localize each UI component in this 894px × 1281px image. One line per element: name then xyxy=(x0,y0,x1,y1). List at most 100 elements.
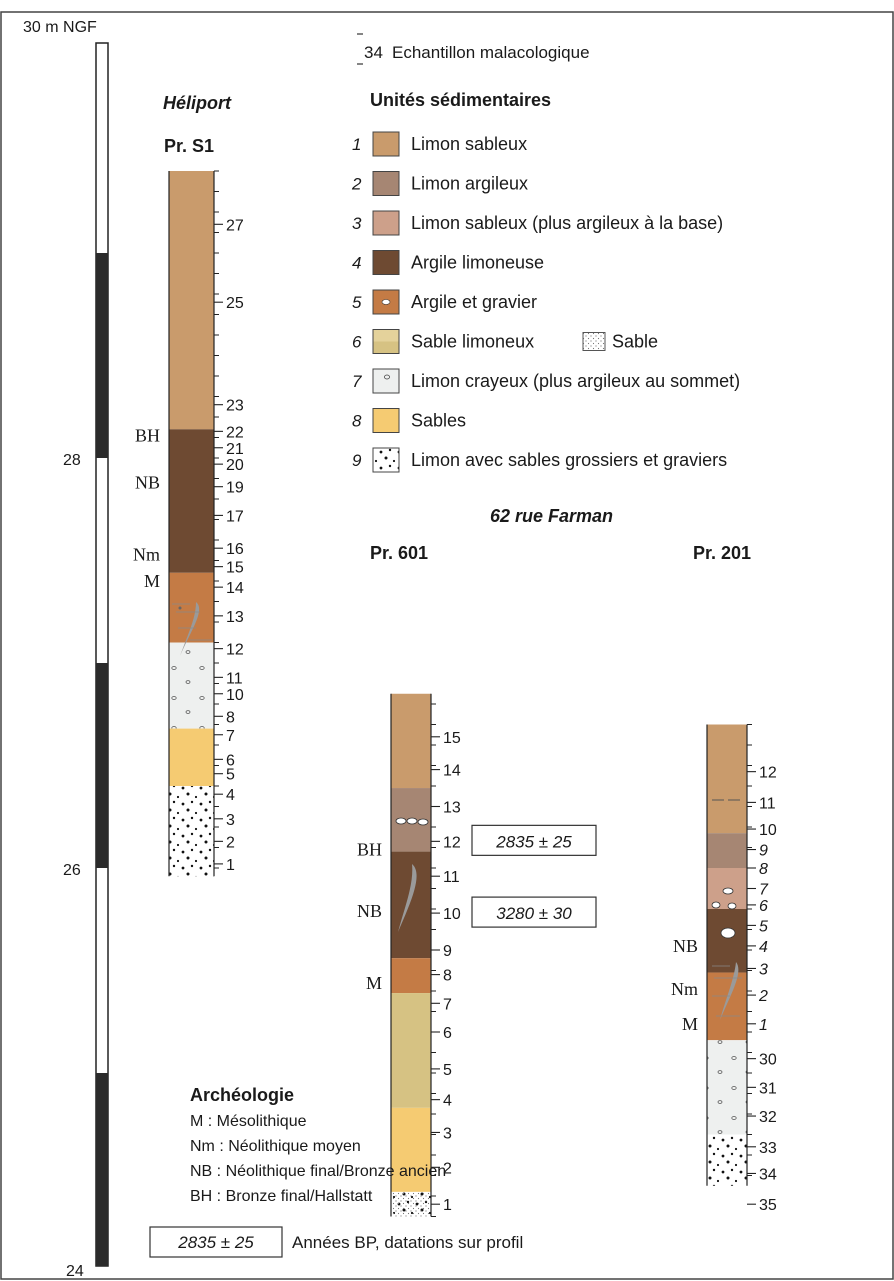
sample-label: 15 xyxy=(443,730,461,747)
unit-swatch xyxy=(372,210,400,236)
gravel-icon xyxy=(711,901,721,909)
arch-label: M xyxy=(144,571,160,591)
layer-u4 xyxy=(169,429,214,573)
unit-label: Argile limoneuse xyxy=(411,253,544,273)
sample-label: 6 xyxy=(443,1025,452,1042)
layer-u5 xyxy=(391,958,431,994)
sample-label: 8 xyxy=(759,861,768,878)
dating-box xyxy=(471,896,597,928)
site-title-farman: 62 rue Farman xyxy=(490,506,613,526)
sample-label: 12 xyxy=(226,642,244,659)
unit-number: 4 xyxy=(352,254,361,273)
layer-u5 xyxy=(169,572,214,643)
sample-label: 25 xyxy=(226,295,244,312)
profile-201-layers xyxy=(706,724,747,1186)
profile-201-features xyxy=(711,799,742,1020)
unit-legend-row: 1 Limon sableux xyxy=(352,131,527,157)
unit-number: 7 xyxy=(352,372,362,391)
sample-label: 21 xyxy=(226,441,244,458)
dating-value: 3280 ± 30 xyxy=(496,904,572,923)
profile-s1: Pr. S1 272523222120191716151413121110876… xyxy=(133,136,244,877)
unit-number: 3 xyxy=(352,214,362,233)
archeology-title: Archéologie xyxy=(190,1085,294,1105)
sample-label: 14 xyxy=(443,763,461,780)
site-title-heliport: Héliport xyxy=(163,93,232,113)
units-title: Unités sédimentaires xyxy=(370,90,551,110)
layer-u6 xyxy=(391,993,431,1108)
sample-label: 2 xyxy=(226,834,235,851)
profile-s1-features xyxy=(172,602,212,656)
sample-label: 3 xyxy=(759,961,768,978)
sample-label: 1 xyxy=(759,1017,768,1034)
sample-label: 9 xyxy=(759,843,768,860)
layer-u2 xyxy=(707,833,747,868)
arch-label: BH xyxy=(135,425,160,445)
layer-pattern xyxy=(391,1191,431,1217)
gravel-icon xyxy=(406,817,418,825)
sample-label: 11 xyxy=(226,670,243,687)
arch-label: NB xyxy=(673,936,698,956)
elevation-scale: 30 m NGF 28 26 24 xyxy=(23,19,109,1280)
sample-legend-number: 34 xyxy=(364,43,383,62)
sample-label: 13 xyxy=(226,609,244,626)
unit-swatch xyxy=(373,329,399,342)
sample-label: 10 xyxy=(443,906,461,923)
unit-swatch xyxy=(372,447,400,473)
gravel-icon xyxy=(381,299,391,305)
sample-label: 5 xyxy=(759,918,768,935)
arch-label: M xyxy=(366,973,382,993)
archeology-item: NB : Néolithique final/Bronze ancien xyxy=(190,1163,446,1180)
mollusc-icon xyxy=(398,864,417,932)
scale-top-label: 30 m NGF xyxy=(23,19,97,36)
unit-label: Limon argileux xyxy=(411,174,528,194)
profile-601-features xyxy=(395,817,429,932)
sample-label: 6 xyxy=(759,898,768,915)
sample-label: 9 xyxy=(443,943,452,960)
sample-label: 4 xyxy=(443,1093,452,1110)
legend: 34 Echantillon malacologique Unités sédi… xyxy=(351,33,740,473)
unit-number: 1 xyxy=(352,135,361,154)
sample-label: 4 xyxy=(759,939,768,956)
unit-label: Sables xyxy=(411,411,466,431)
sample-label: 5 xyxy=(443,1062,452,1079)
sample-label: 12 xyxy=(443,834,461,851)
unit-swatch xyxy=(373,341,399,354)
profile-title: Pr. 601 xyxy=(370,543,428,563)
unit-number: 6 xyxy=(352,333,362,352)
gravel-icon xyxy=(727,902,737,910)
figure-frame xyxy=(0,11,894,1280)
sample-label: 31 xyxy=(759,1080,777,1097)
unit-swatch xyxy=(372,368,400,394)
unit-extra-label: Sable xyxy=(612,332,658,352)
dating-note: 2835 ± 25 Années BP, datations sur profi… xyxy=(149,1226,523,1258)
unit-label: Limon sableux xyxy=(411,134,527,154)
arch-label: NB xyxy=(357,901,382,921)
sample-label: 10 xyxy=(759,822,777,839)
layer-u1 xyxy=(707,724,747,834)
layer-pattern xyxy=(169,642,214,729)
profile-s1-layers xyxy=(168,171,214,877)
scale-segment-black xyxy=(96,1073,108,1266)
sample-label: 11 xyxy=(443,869,460,886)
mollusc-icon xyxy=(180,602,200,656)
unit-number: 5 xyxy=(352,293,362,312)
sample-label: 5 xyxy=(226,767,235,784)
sample-label: 10 xyxy=(226,687,244,704)
layer-u4 xyxy=(707,909,747,973)
sample-label: 23 xyxy=(226,398,244,415)
sample-label: 20 xyxy=(226,457,244,474)
unit-number: 9 xyxy=(352,451,362,470)
arch-label: M xyxy=(682,1014,698,1034)
unit-swatch xyxy=(372,171,400,196)
sample-label: 12 xyxy=(759,765,777,782)
sample-label: 3 xyxy=(226,812,235,829)
arch-label: Nm xyxy=(671,979,698,999)
layer-u1 xyxy=(391,693,431,789)
sample-label: 1 xyxy=(226,857,235,874)
